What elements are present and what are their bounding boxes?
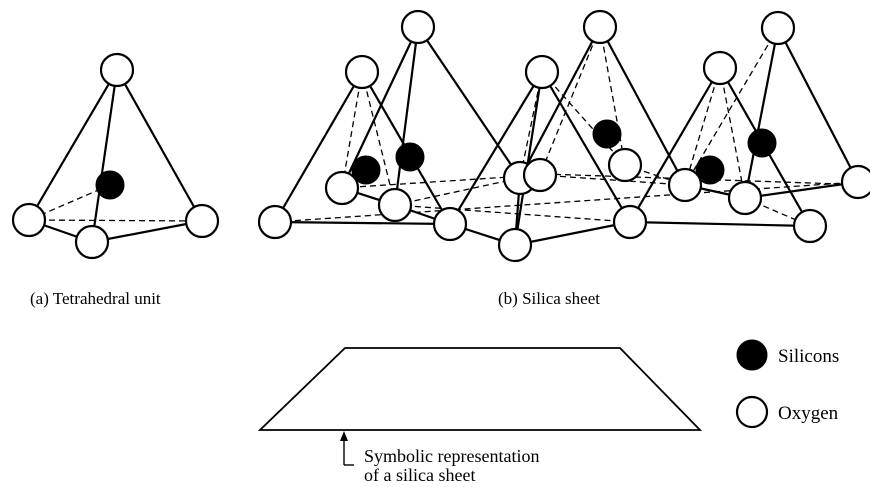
oxygen-atom [344, 54, 380, 90]
oxygen-atom [400, 9, 436, 45]
oxygen-atom [74, 224, 110, 260]
silicon-atom [592, 119, 622, 149]
oxygen-atom [582, 9, 618, 45]
silicon-atom [395, 142, 425, 172]
oxygen-atom [727, 180, 763, 216]
silicon-atom [747, 128, 777, 158]
silica-sheet [257, 9, 870, 263]
silicon-atom [351, 155, 381, 185]
oxygen-atom [432, 206, 468, 242]
oxygen-atom [497, 227, 533, 263]
oxygen-atom [522, 157, 558, 193]
oxygen-atom [607, 147, 643, 183]
silicon-atom [695, 155, 725, 185]
oxygen-atom [257, 204, 293, 240]
oxygen-atom [184, 203, 220, 239]
legend-silicon-icon [736, 339, 768, 371]
oxygen-atom [377, 187, 413, 223]
oxygen-atom [524, 54, 560, 90]
oxygen-atom [792, 208, 828, 244]
legend: Silicons Oxygen [735, 339, 839, 429]
oxygen-atom [99, 52, 135, 88]
symbolic-caption-line1: Symbolic representation [364, 446, 539, 466]
oxygen-atom [324, 170, 360, 206]
caption-tetrahedral-unit: (a) Tetrahedral unit [30, 289, 161, 308]
caption-silica-sheet: (b) Silica sheet [498, 289, 600, 308]
tetrahedral-unit [11, 52, 220, 260]
symbolic-silica-sheet [257, 347, 703, 466]
oxygen-atom [612, 204, 648, 240]
oxygen-atom [667, 167, 703, 203]
legend-oxygen-label: Oxygen [778, 403, 839, 424]
symbolic-caption-line2: of a silica sheet [364, 465, 475, 485]
legend-silicon-label: Silicons [778, 346, 839, 367]
oxygen-atom [702, 50, 738, 86]
oxygen-atom [11, 202, 47, 238]
oxygen-atom [760, 10, 796, 46]
legend-oxygen-icon [735, 395, 769, 429]
silicon-atom [95, 170, 125, 200]
oxygen-atom [840, 164, 870, 200]
